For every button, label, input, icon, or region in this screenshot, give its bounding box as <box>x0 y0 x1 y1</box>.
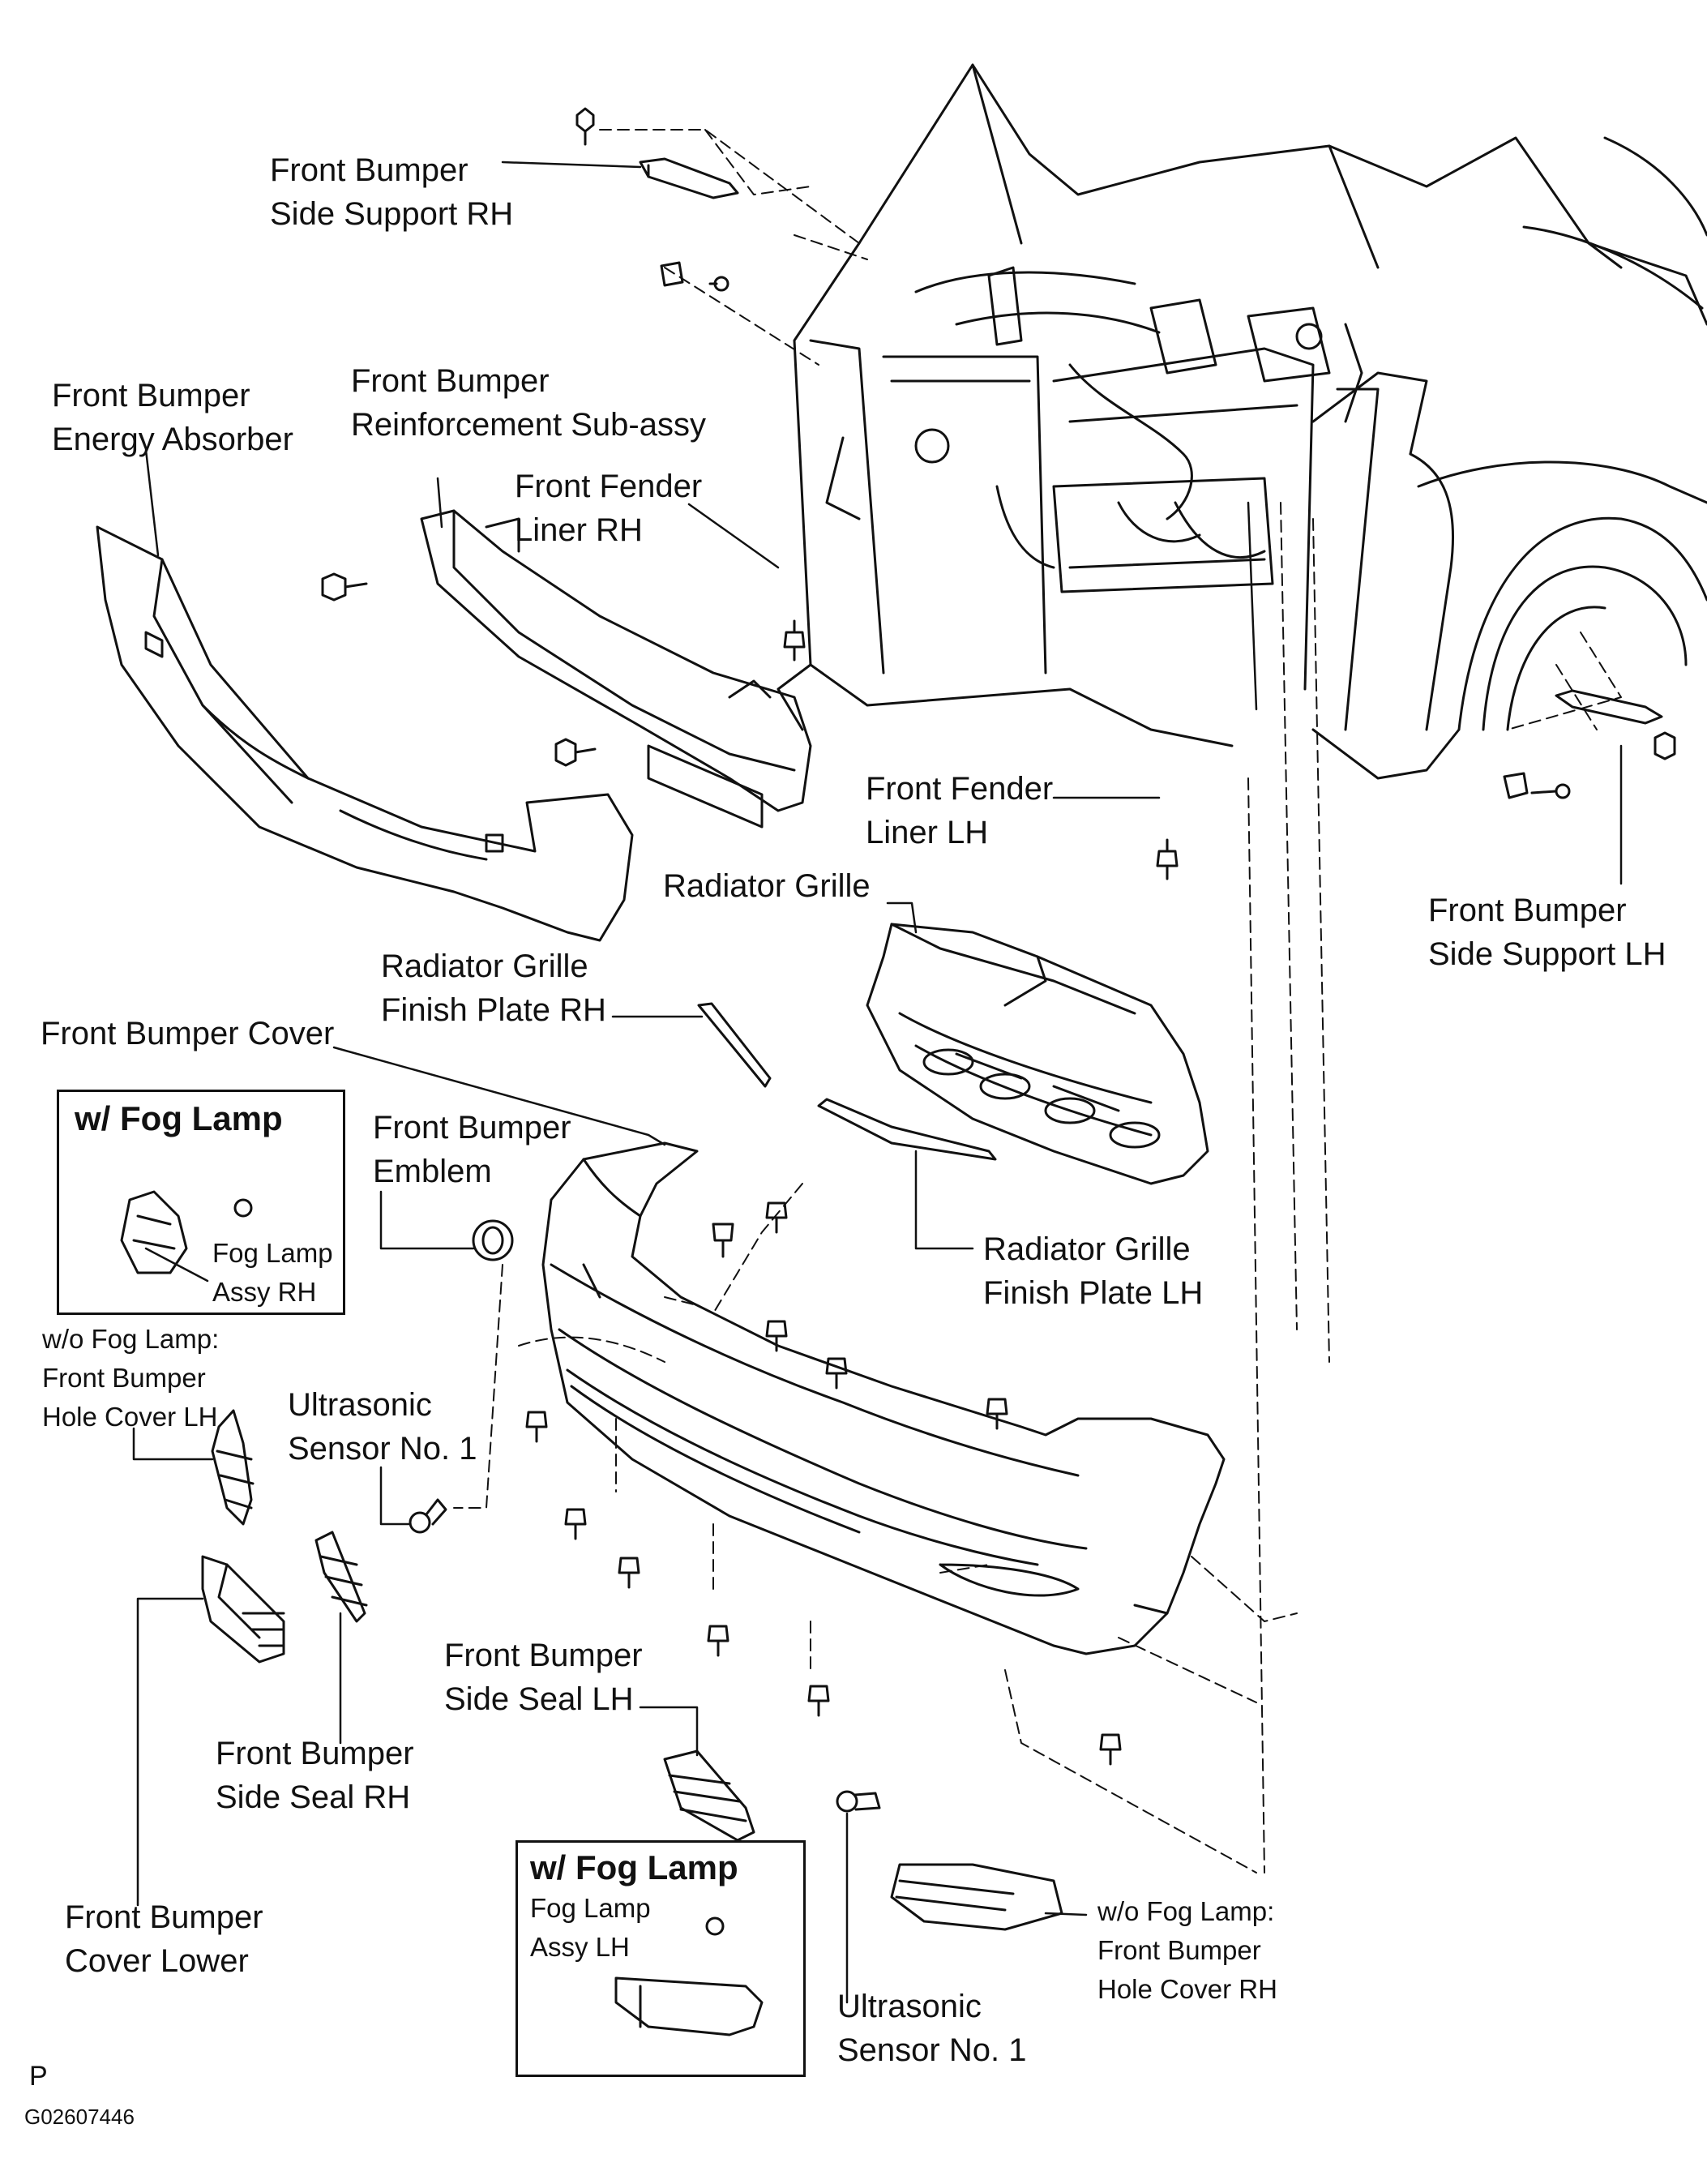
finish-plate-rh-part <box>697 1002 772 1088</box>
bolt <box>825 1357 848 1390</box>
inset-title-fog-lh: w/ Fog Lamp <box>530 1848 738 1886</box>
figure-code: G02607446 <box>24 2105 135 2129</box>
hole-cover-rh-part <box>890 1863 1063 1931</box>
bolt <box>807 1685 830 1717</box>
inset-title-fog-rh: w/ Fog Lamp <box>75 1099 283 1137</box>
fasteners <box>321 107 1676 1766</box>
energy-absorber-part <box>96 525 634 942</box>
bumper-cover-part <box>541 1141 1226 1655</box>
fog-lamp-lh-part <box>614 1916 764 2036</box>
finish-plate-lh-part <box>817 1098 997 1161</box>
bolt <box>707 1625 729 1657</box>
side-seal-rh-part <box>314 1531 368 1623</box>
bolt <box>554 738 597 767</box>
cover-lower-part <box>201 1555 285 1664</box>
clip <box>1503 772 1571 799</box>
side-seal-lh-part <box>663 1749 755 1842</box>
bolt <box>708 276 729 292</box>
label-radiator-grille: Radiator Grille <box>663 868 871 904</box>
bolt <box>575 107 595 146</box>
bolt <box>712 1223 734 1258</box>
bolt <box>564 1508 587 1540</box>
vehicle-body-illustration <box>776 63 1707 780</box>
inset-fog-lamp-rh <box>57 1090 345 1315</box>
bolt <box>1156 838 1179 880</box>
hole-cover-lh-part <box>211 1409 255 1526</box>
bolt <box>618 1557 640 1589</box>
reinforcement-part <box>420 509 812 829</box>
label-bumper-cover: Front Bumper Cover <box>41 1016 335 1051</box>
ultrasonic-sensor-part <box>836 1790 881 1813</box>
fog-lamp-rh-part <box>120 1190 253 1274</box>
bolt <box>783 619 806 662</box>
bolt <box>1099 1733 1122 1766</box>
bolt <box>986 1398 1008 1430</box>
bolt <box>525 1411 548 1443</box>
bolt <box>1654 731 1676 760</box>
ultrasonic-sensor-part <box>409 1498 447 1534</box>
clip <box>660 261 684 287</box>
bolt <box>321 572 368 602</box>
side-support-lh-part <box>1555 689 1663 725</box>
side-support-rh-part <box>639 157 739 199</box>
inset-fog-lamp-lh <box>516 1840 806 2077</box>
radiator-grille-part <box>866 923 1209 1185</box>
assembly-guide-lines <box>453 129 1622 1874</box>
leader-lines <box>132 161 1623 2004</box>
bolt <box>765 1320 788 1352</box>
bolt <box>765 1201 788 1234</box>
footer-mark: P <box>29 2061 48 2092</box>
emblem-part <box>472 1219 514 1261</box>
